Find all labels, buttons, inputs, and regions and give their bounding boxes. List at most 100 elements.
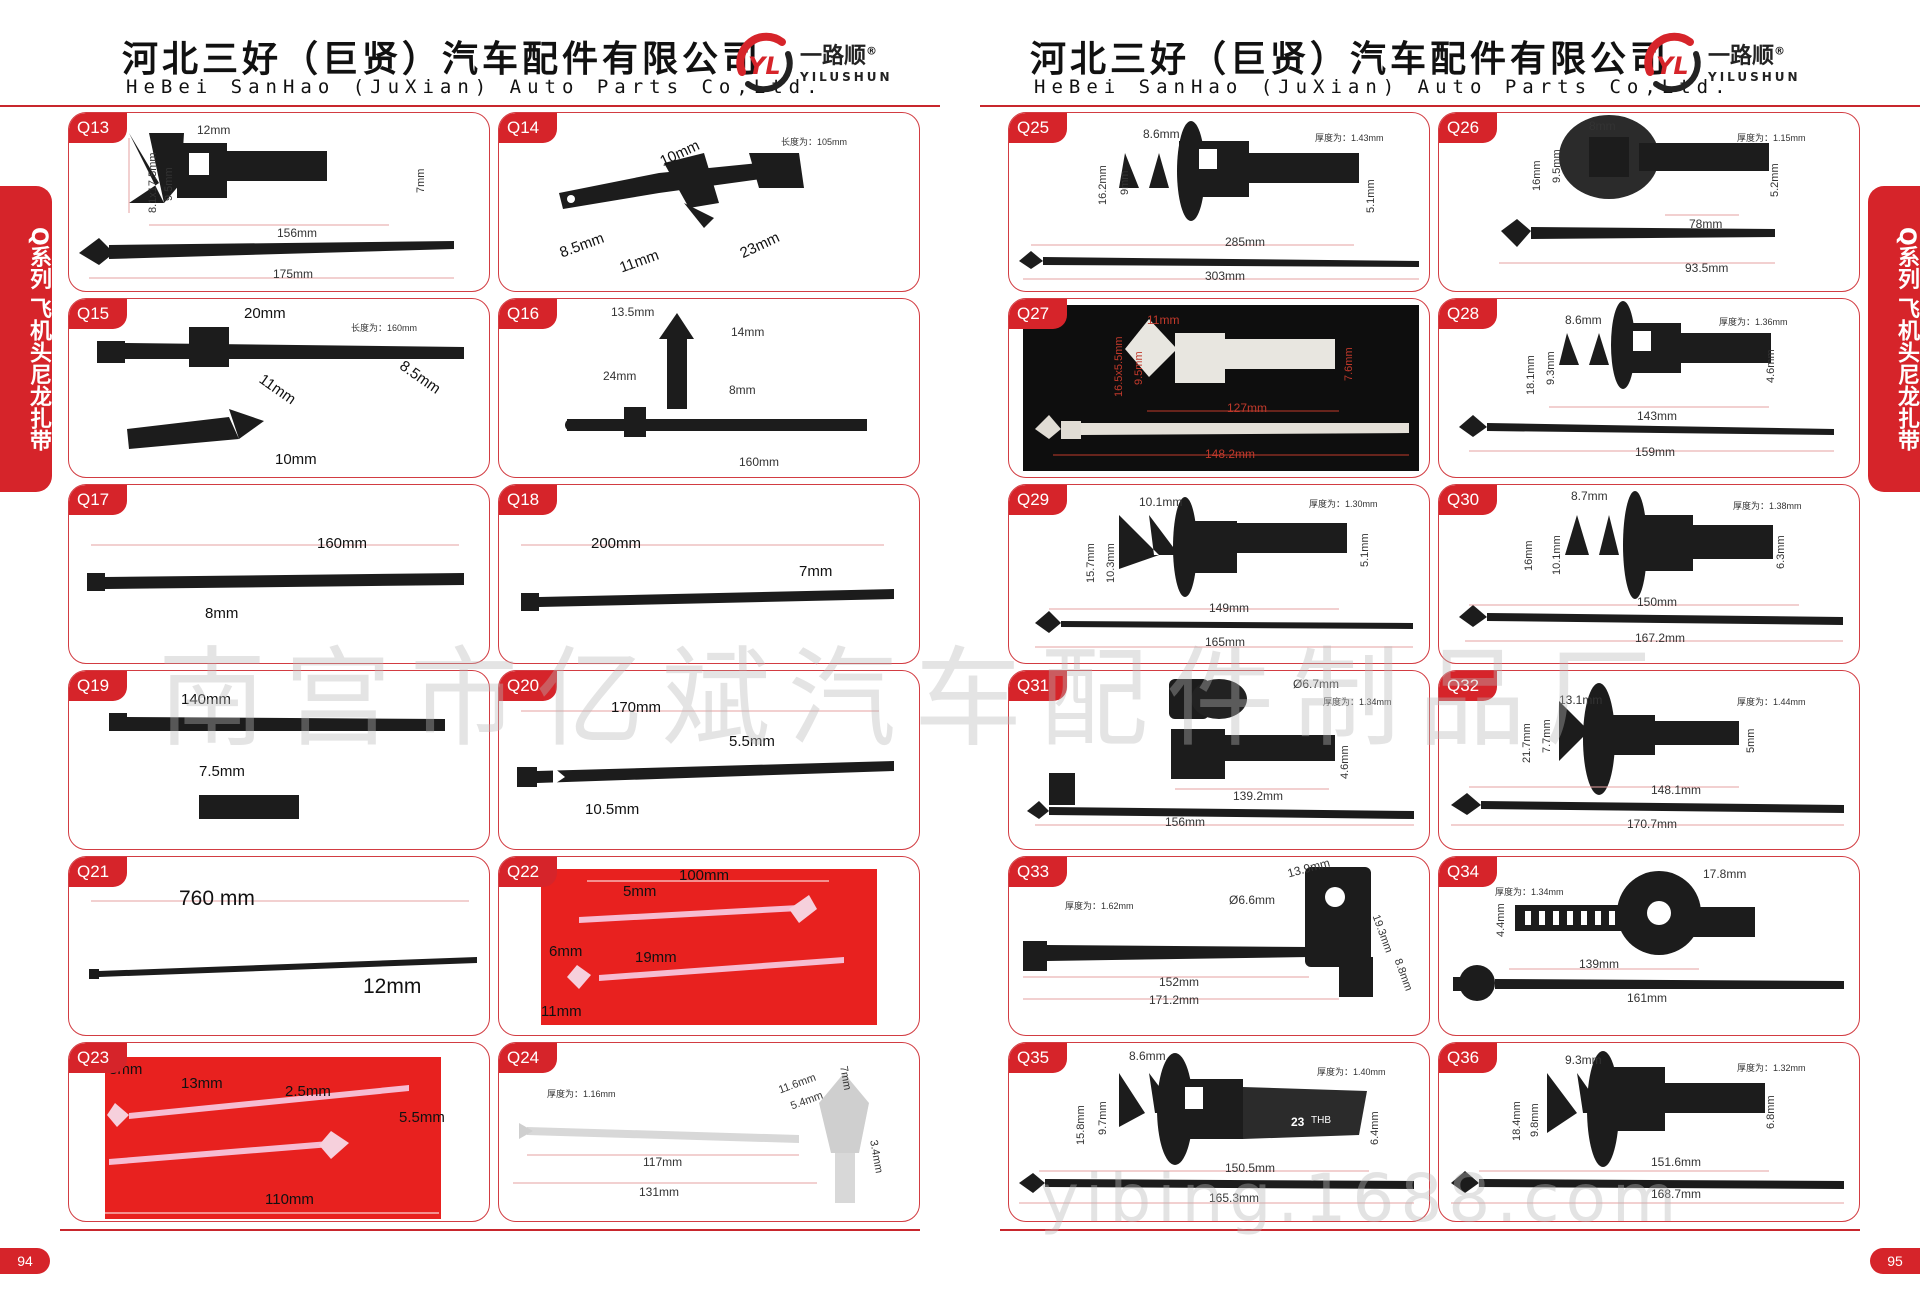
cable-tie-illustration <box>1459 491 1843 642</box>
cable-tie-illustration <box>513 1073 869 1203</box>
product-card-q36: Q36 厚度为：1.32mm 9.3mm 18.4mm 9.8mm 6.8mm … <box>1438 1042 1860 1222</box>
product-code: Q34 <box>1439 857 1497 887</box>
product-code: Q33 <box>1009 857 1067 887</box>
cable-tie-illustration <box>1027 679 1414 826</box>
dim-label: 150.5mm <box>1225 1161 1276 1175</box>
dim-label: 8.6mm <box>1565 313 1602 327</box>
header-right: 河北三好（巨贤）汽车配件有限公司 HeBei SanHao (JuXian) A… <box>1030 26 1830 100</box>
yl-logo-icon: YL <box>1644 32 1701 93</box>
dim-label: 160mm <box>739 455 780 469</box>
product-code: Q13 <box>69 113 127 143</box>
product-code: Q29 <box>1009 485 1067 515</box>
product-card-q34: Q34 厚度为：1.34mm 17.8mm 4.4mm 139mm 161mm <box>1438 856 1860 1036</box>
dim-label: 160mm <box>317 535 368 552</box>
brand-name-cn: 一路顺® <box>800 44 878 69</box>
product-card-q23: Q23 8mm 13mm 2.5mm 5.5mm 110mm <box>68 1042 490 1222</box>
product-code: Q24 <box>499 1043 557 1073</box>
footer-rule-right <box>1000 1229 1860 1231</box>
dim-label: 5.1mm <box>1365 179 1377 213</box>
product-card-q17: Q17 160mm 8mm <box>68 484 490 664</box>
cable-tie-illustration <box>1451 683 1844 826</box>
cable-tie-illustration <box>1035 497 1413 648</box>
dim-label: 21.7mm <box>1521 723 1533 763</box>
cable-tie-illustration <box>105 1085 439 1214</box>
dim-label: 18.1mm <box>1525 355 1537 395</box>
product-code: Q16 <box>499 299 557 329</box>
dim-label: 170mm <box>611 699 662 716</box>
dim-label: 9.5mm <box>1133 351 1145 385</box>
dim-label: 5mm <box>1745 728 1757 753</box>
dim-label: 6.4mm <box>1369 1111 1381 1145</box>
thickness-label: 厚度为：1.38mm <box>1733 501 1802 511</box>
dim-label: 10.5mm <box>585 801 640 818</box>
dim-label: 19mm <box>635 949 677 966</box>
dim-label: 17.8mm <box>1703 867 1747 881</box>
dim-label: 167.2mm <box>1635 631 1686 645</box>
dim-label: 152mm <box>1159 975 1200 989</box>
black-background <box>1023 305 1419 471</box>
product-card-q29: Q29 厚度为：1.30mm 10.1mm 15.7mm 10.3mm 5.1m… <box>1008 484 1430 664</box>
thickness-label: 厚度为：1.32mm <box>1737 1063 1806 1073</box>
dim-label: 156mm <box>277 226 318 240</box>
product-code: Q21 <box>69 857 127 887</box>
thickness-label: 厚度为：1.34mm <box>1323 697 1392 707</box>
cable-tie-illustration <box>97 327 464 449</box>
product-card-q31: Q31 厚度为：1.34mm Ø6.7mm 4.6mm 139.2mm 156m… <box>1008 670 1430 850</box>
dim-label: 4.6mm <box>1765 349 1777 383</box>
length-note: 长度为：105mm <box>781 137 848 147</box>
product-card-q20: Q20 170mm 5.5mm 10.5mm <box>498 670 920 850</box>
dim-label: 159mm <box>1635 445 1676 459</box>
product-code: Q35 <box>1009 1043 1067 1073</box>
thickness-label: 厚度为：1.16mm <box>547 1089 616 1099</box>
dim-label: 78mm <box>1689 217 1723 231</box>
red-background <box>105 1057 441 1219</box>
dim-label: 5mm <box>623 883 657 900</box>
dim-label: 143mm <box>1637 409 1678 423</box>
dim-label: 93.5mm <box>1685 261 1729 275</box>
dim-label: 6.8mm <box>1765 1095 1777 1129</box>
dim-label: 13.1mm <box>1559 693 1603 707</box>
dim-label: 168.7mm <box>1651 1187 1702 1201</box>
dim-label: 7.6mm <box>1343 347 1355 381</box>
page-number-right: 95 <box>1870 1248 1920 1274</box>
dim-label: 8.6mm <box>1143 127 1180 141</box>
dim-label: 8.6mm <box>1129 1049 1166 1063</box>
dim-label: 140mm <box>181 691 232 708</box>
dim-label: 14mm <box>731 325 765 339</box>
dim-label: 151.6mm <box>1651 1155 1702 1169</box>
product-card-q13: Q13 12mm 8.1x17.5mm 9.5mm 7mm 156mm 175m… <box>68 112 490 292</box>
dim-label: 8mm <box>205 605 239 622</box>
dim-label: 4.4mm <box>1495 903 1507 937</box>
dim-label: Ø6.7mm <box>1293 677 1340 691</box>
dim-label: 148.2mm <box>1205 447 1256 461</box>
product-card-q24: Q24 厚度为：1.16mm 11.6mm 5.4mm 7mm 3.4mm 11… <box>498 1042 920 1222</box>
dim-label: 148.1mm <box>1651 783 1702 797</box>
logo-initials: YL <box>748 52 781 80</box>
cable-tie-illustration <box>87 544 464 591</box>
dim-label: 12mm <box>197 123 231 137</box>
brand-name-en: YILUSHUN <box>800 70 893 84</box>
product-code: Q25 <box>1009 113 1067 143</box>
dim-label: 9.3mm <box>1545 351 1557 385</box>
product-code: Q18 <box>499 485 557 515</box>
dim-label: 200mm <box>591 535 642 552</box>
product-card-q33: Q33 厚度为：1.62mm 13.9mm 19.3mm Ø6.6mm 8.8m… <box>1008 856 1430 1036</box>
dim-label: 117mm <box>643 1155 683 1169</box>
logo-initials: YL <box>1656 52 1689 80</box>
dim-label: 10.1mm <box>1551 535 1563 575</box>
cable-tie-illustration <box>1023 867 1373 1000</box>
product-code: Q17 <box>69 485 127 515</box>
header-rule-right <box>980 105 1920 107</box>
dim-label: 16mm <box>1523 540 1535 571</box>
dim-label: 5.2mm <box>1769 163 1781 197</box>
red-background <box>541 869 877 1025</box>
product-code: Q15 <box>69 299 127 329</box>
dim-label: 11mm <box>1147 313 1180 327</box>
dim-label: 9.5mm <box>163 167 175 201</box>
thickness-label: 厚度为：1.30mm <box>1309 499 1378 509</box>
dim-label: 13.5mm <box>611 305 655 319</box>
product-card-q28: Q28 厚度为：1.36mm 8.6mm 18.1mm 9.3mm 4.6mm … <box>1438 298 1860 478</box>
product-code: Q28 <box>1439 299 1497 329</box>
dim-label: 7mm <box>799 563 833 580</box>
company-name-en: HeBei SanHao (JuXian) Auto Parts Co,Ltd. <box>126 76 824 98</box>
